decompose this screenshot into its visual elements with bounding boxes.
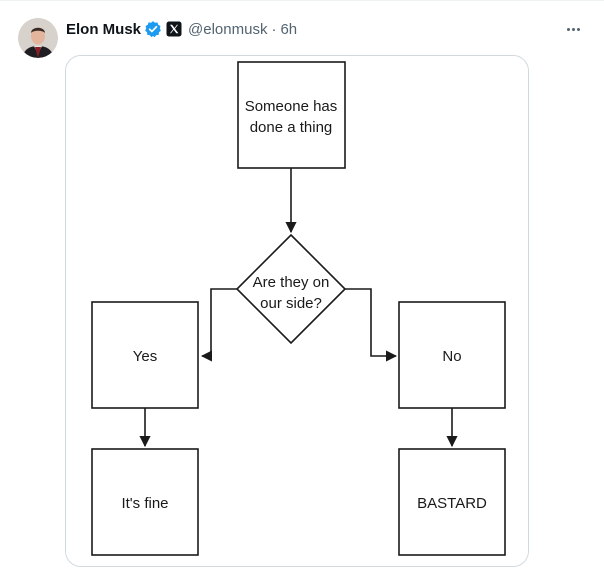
flow-arrow-decision-yes bbox=[200, 288, 237, 362]
author-name[interactable]: Elon Musk bbox=[66, 20, 142, 38]
flow-yes-box bbox=[91, 301, 199, 409]
flow-yes-result-box bbox=[91, 448, 199, 556]
flow-no-result-label: BASTARD bbox=[417, 495, 487, 512]
tweet-header: Elon Musk @elonmusk · 6h bbox=[66, 18, 297, 40]
flow-yes-result-label: It's fine bbox=[121, 495, 168, 512]
flow-start-line-2: done a thing bbox=[250, 119, 333, 136]
svg-text:our side?: our side? bbox=[260, 295, 322, 312]
flow-decision-line-1: Are they on bbox=[253, 274, 330, 291]
flow-decision-line-2: our side? bbox=[260, 295, 322, 312]
separator-dot: · bbox=[271, 20, 277, 38]
svg-text:done a thing: done a thing bbox=[250, 119, 333, 136]
svg-text:Someone has: Someone has bbox=[245, 98, 338, 115]
flow-start-line-1: Someone has bbox=[245, 98, 338, 115]
avatar[interactable] bbox=[18, 18, 58, 58]
flow-no-box bbox=[398, 301, 506, 409]
timestamp[interactable]: 6h bbox=[280, 20, 298, 38]
flow-no-label: No bbox=[442, 348, 461, 365]
divider bbox=[0, 0, 604, 1]
verified-badge-icon[interactable] bbox=[144, 20, 162, 38]
avatar-image bbox=[18, 18, 58, 58]
flow-start-box bbox=[237, 61, 346, 169]
flowchart: Someone has done a thing Are they on our… bbox=[66, 56, 528, 566]
flow-no-result-box bbox=[398, 448, 506, 556]
x-logo-icon[interactable] bbox=[166, 21, 182, 37]
media-image[interactable]: Someone has done a thing Are they on our… bbox=[65, 55, 529, 567]
more-options-icon[interactable] bbox=[556, 18, 590, 40]
svg-text:Are they on: Are they on bbox=[253, 274, 330, 291]
flow-yes-label: Yes bbox=[133, 348, 157, 365]
author-handle[interactable]: @elonmusk bbox=[188, 20, 268, 38]
flow-arrow-decision-no bbox=[345, 288, 398, 362]
flow-decision-diamond bbox=[235, 233, 347, 345]
